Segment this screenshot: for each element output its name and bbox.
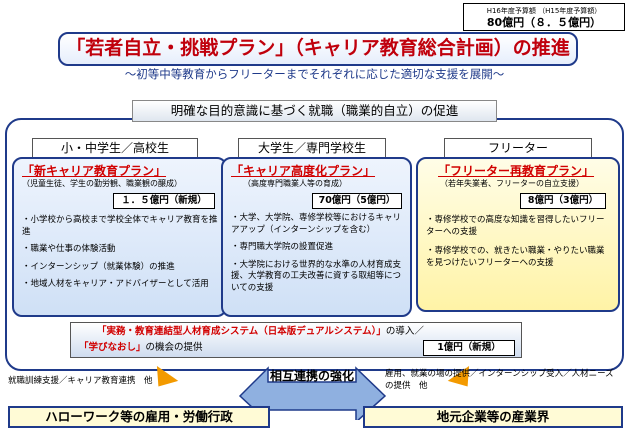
plan-sub-school: （児童生徒、学生の勤労観、職業観の醸成） <box>22 179 182 188</box>
plan-panel-school: 「新キャリア教育プラン」 （児童生徒、学生の勤労観、職業観の醸成） １．５億円（… <box>12 157 227 317</box>
budget-note: H16年度予算額 （H15年度予算額） <box>486 7 602 15</box>
banner-line-2-rest: の機会の提供 <box>145 342 203 353</box>
plan-panel-university: 「キャリア高度化プラン」 （高度専門職業人等の育成） 70億円（5億円） ・大学… <box>221 157 412 317</box>
banner-relearning: 「学びなおし」 <box>79 342 146 353</box>
title-frame <box>58 32 578 66</box>
plan-name-school: 「新キャリア教育プラン」 <box>22 164 167 178</box>
plan-item-school-2: ・職業や仕事の体験活動 <box>22 244 116 254</box>
banner-dual-system: 「実務・教育連結型人材育成システム（日本版デュアルシステム）」 <box>97 326 386 337</box>
labor-administration-box: ハローワーク等の雇用・労働行政 <box>8 406 270 428</box>
plan-budget-university: 70億円（5億円） <box>312 193 402 209</box>
left-support-note: 就職訓練支援／キャリア教育連携 他 <box>8 376 153 386</box>
right-support-note: 雇用、就業の場の提供／インターンシップ受入／人材ニーズの提供 他 <box>385 369 614 391</box>
column-header-school: 小・中学生／高校生 <box>32 138 198 158</box>
budget-summary-box: H16年度予算額 （H15年度予算額） 80億円（８．５億円） <box>463 3 625 31</box>
plan-item-university-1: ・大学、大学院、専修学校等におけるキャリアアップ（インターンシップを含む） <box>231 213 402 235</box>
banner-line-2: 「学びなおし」の機会の提供 1億円（新規） <box>71 339 521 356</box>
banner-line-1: 「実務・教育連結型人材育成システム（日本版デュアルシステム）」の導入／ <box>71 323 521 339</box>
banner-line-1-rest: の導入／ <box>385 326 424 337</box>
plan-item-university-3: ・大学院における世界的な水準の人材育成支援、大学教育の工夫改善に資する取組等につ… <box>231 259 402 293</box>
column-header-university: 大学生／専門学校生 <box>238 138 386 158</box>
plan-item-school-1: ・小学校から高校まで学校全体でキャリア教育を推進 <box>22 215 218 237</box>
plan-item-school-3: ・インターンシップ（就業体験）の推進 <box>22 261 175 272</box>
plan-panel-freeter: 「フリーター再教育プラン」 （若年失業者、フリーターの自立支援） 8億円（3億円… <box>416 157 620 312</box>
column-header-freeter: フリーター <box>444 138 592 158</box>
plan-name-university: 「キャリア高度化プラン」 <box>231 164 376 178</box>
goal-banner: 明確な目的意識に基づく就職（職業的自立）の促進 <box>132 100 497 122</box>
plan-budget-school: １．５億円（新規） <box>113 193 215 209</box>
plan-sub-freeter: （若年失業者、フリーターの自立支援） <box>440 179 584 188</box>
plan-item-school-4: ・地域人材をキャリア・アドバイザーとして活用 <box>22 279 209 289</box>
plan-budget-freeter: 8億円（3億円） <box>520 193 606 209</box>
banner-budget: 1億円（新規） <box>423 340 515 356</box>
mutual-cooperation-label: 相互連携の強化 <box>269 369 354 383</box>
plan-item-freeter-1: ・専修学校での高度な知識を習得したいフリーターへの支援 <box>426 215 605 237</box>
plan-sub-university: （高度専門職業人等の育成） <box>243 179 347 188</box>
budget-amount: 80億円（８．５億円） <box>486 16 602 29</box>
dual-system-banner: 「実務・教育連結型人材育成システム（日本版デュアルシステム）」の導入／ 「学びな… <box>70 322 522 358</box>
plan-name-freeter: 「フリーター再教育プラン」 <box>438 164 595 178</box>
local-industry-box: 地元企業等の産業界 <box>363 406 623 428</box>
plan-item-freeter-2: ・専修学校での、就きたい職業・やりたい職業を見つけたいフリーターへの支援 <box>426 246 605 268</box>
main-title: 「若者自立・挑戦プラン」（キャリア教育総合計画）の推進 <box>66 37 570 59</box>
plan-item-university-2: ・専門職大学院の設置促進 <box>231 242 334 252</box>
subtitle: ～初等中等教育からフリーターまでそれぞれに応じた適切な支援を展開～ <box>124 67 505 81</box>
